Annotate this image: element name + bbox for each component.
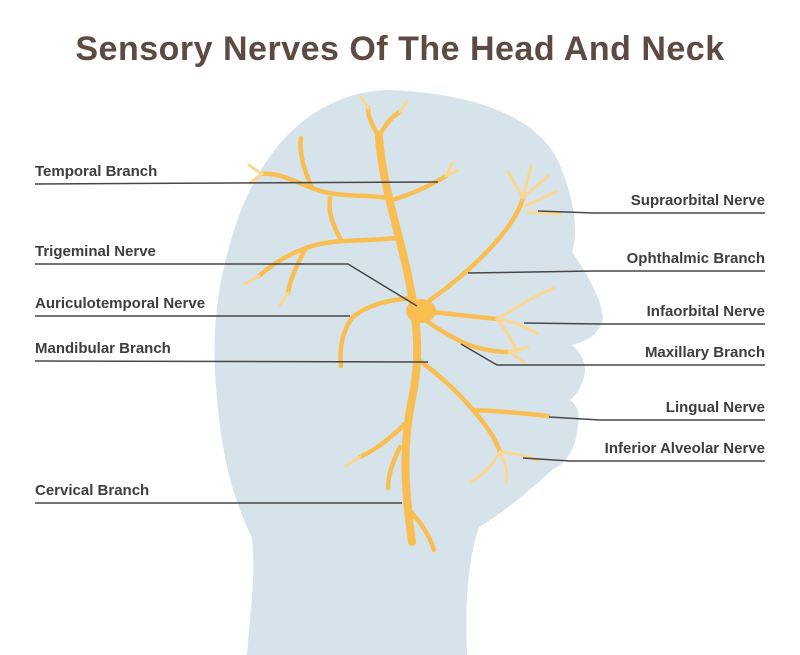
nerve-alveolar-tip-1 [498, 450, 541, 463]
nerve-alveolar-tip-2 [498, 450, 509, 484]
trigeminal-ganglion [406, 299, 436, 323]
nerve-infraorbital-tip-2 [495, 317, 540, 336]
nerve-crown-fork-right [376, 109, 403, 139]
nerve-frontal-branch [389, 173, 449, 203]
nerve-supraorbital-tip-1 [506, 170, 525, 200]
nerve-crown-tip-2 [398, 99, 409, 114]
diagram-title: Sensory Nerves Of The Head And Neck [75, 30, 725, 68]
leader-lingual-nerve [548, 416, 765, 421]
nerve-temporal-tip-1 [247, 163, 264, 176]
nerve-alveolar-tip-3 [468, 450, 502, 484]
nerve-temporal-twig-mid [327, 195, 344, 243]
leader-ophthalmic-branch [467, 270, 765, 274]
nerve-crown-fork-left [365, 105, 382, 139]
nerve-infraorbital-tip-4 [534, 286, 556, 298]
nerve-ophthalmic-branch [427, 195, 526, 303]
nerve-cervical-twig [408, 509, 437, 553]
leader-supraorbital-nerve [537, 210, 765, 214]
leader-temporal-branch [34, 181, 439, 185]
leader-mandibular-branch [34, 360, 429, 363]
nerve-infraorbital-branch [430, 309, 500, 322]
nerve-temporal-tip-2 [248, 172, 264, 185]
leader-trigeminal-nerve [35, 263, 418, 307]
nerve-maxillary-tip-1 [507, 345, 530, 354]
nerve-supraorbital-tip-3 [521, 174, 550, 200]
nerve-supraorbital-tip-2 [521, 164, 533, 200]
nerve-temporal-twig-down [285, 245, 309, 296]
leader-infaorbital-nerve [523, 322, 765, 325]
nerve-crown-tip-1 [359, 95, 370, 110]
nerve-chin-twig [385, 444, 403, 491]
nerve-frontal-tip-2 [444, 168, 460, 178]
leader-lines [34, 181, 765, 504]
trigeminal-nerve-tree [243, 95, 562, 553]
nerve-supraorbital-tip-5 [525, 210, 562, 216]
nerve-supraorbital-tip-4 [523, 190, 558, 208]
nerve-infraorbital-tip-1 [495, 294, 538, 321]
leader-inferior-alveolar-nerve [522, 457, 765, 462]
nerve-lingual-branch [470, 407, 551, 419]
nerve-auriculotemporal-branch [338, 295, 415, 369]
nerve-temporal-tip-4 [278, 291, 290, 307]
nerve-jaw-twig [357, 417, 412, 460]
nerve-jaw-tip [344, 455, 362, 468]
nerve-maxillary-tip-2 [507, 350, 526, 364]
nerve-maxillary-branch [425, 319, 512, 355]
nerve-temporal-tip-3 [243, 274, 261, 286]
leader-maxillary-branch [460, 343, 765, 366]
